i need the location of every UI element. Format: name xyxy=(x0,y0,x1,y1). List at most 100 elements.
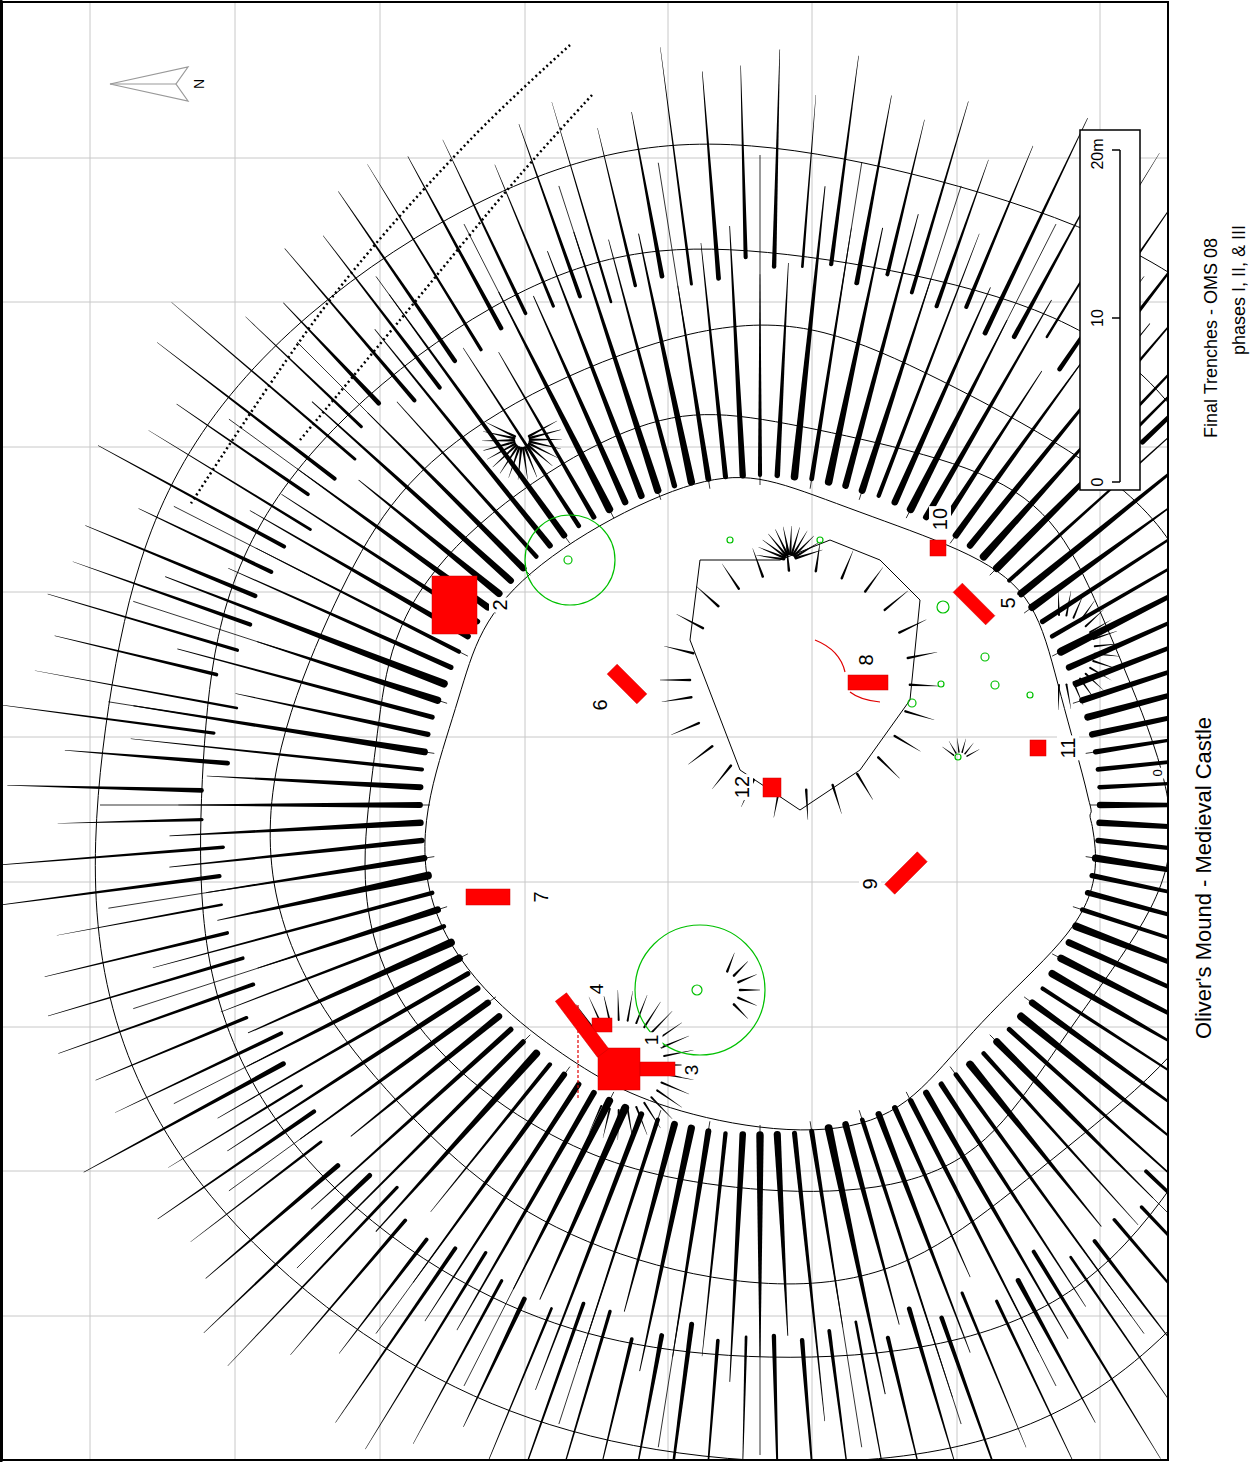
trench xyxy=(640,1062,675,1076)
hachure xyxy=(961,739,966,753)
hachure xyxy=(552,102,613,303)
hachure xyxy=(115,1031,283,1112)
hachure xyxy=(949,741,957,754)
hachure xyxy=(966,1061,1101,1227)
callout-number: 10 xyxy=(929,506,951,532)
scale-tick xyxy=(1112,481,1120,483)
hachure xyxy=(726,953,735,973)
hachure xyxy=(631,112,664,279)
tree-trunk xyxy=(564,556,572,564)
hachure xyxy=(374,329,552,548)
hachure xyxy=(529,439,562,441)
hachure xyxy=(1073,595,1084,619)
trench xyxy=(432,576,477,634)
hachure xyxy=(635,1106,647,1135)
hachure xyxy=(221,924,446,1012)
hachure xyxy=(311,1027,514,1210)
hachure xyxy=(153,891,435,968)
hachure xyxy=(627,1108,633,1139)
hachure xyxy=(1089,619,1112,633)
trench xyxy=(1030,740,1046,756)
hachure xyxy=(702,1339,720,1459)
tree-trunk xyxy=(727,537,733,543)
hachure xyxy=(876,1111,971,1353)
grid xyxy=(90,3,1100,1459)
trench xyxy=(607,664,647,704)
hachure xyxy=(603,1108,611,1138)
hachure xyxy=(312,401,514,584)
hachure xyxy=(1096,820,1168,838)
hachure xyxy=(413,1279,503,1444)
tree-trunk xyxy=(937,601,949,613)
hachure xyxy=(603,992,611,1022)
hachure xyxy=(1057,955,1168,1069)
scale-number: 10 xyxy=(1089,307,1107,329)
hachure xyxy=(907,652,938,659)
hachure xyxy=(1094,643,1120,647)
hachure xyxy=(1093,723,1168,755)
hachure xyxy=(597,128,637,287)
scale-tick xyxy=(1112,317,1120,319)
hachure xyxy=(546,1310,611,1459)
hachure xyxy=(338,191,457,363)
hachure xyxy=(58,818,204,824)
hachure xyxy=(643,1102,660,1128)
hachure xyxy=(95,1016,248,1080)
hachure xyxy=(775,263,789,478)
hachure xyxy=(660,1322,694,1459)
callout-number: 1 xyxy=(642,1033,663,1048)
hachure xyxy=(48,956,245,1016)
hachure xyxy=(507,1302,586,1459)
grid-line xyxy=(3,1171,1168,1172)
callout-number: 12 xyxy=(731,774,753,800)
hachure xyxy=(235,693,430,737)
hachure xyxy=(207,776,424,790)
excavation-edge xyxy=(815,640,880,702)
excavation-edges xyxy=(578,640,880,1100)
hachure xyxy=(519,124,582,298)
hachure xyxy=(45,931,229,977)
hachure xyxy=(1058,684,1060,710)
grid xyxy=(3,158,1168,1316)
hachure xyxy=(957,738,960,753)
profile-line xyxy=(464,1092,614,1386)
hachure xyxy=(73,561,253,626)
grid-line xyxy=(235,3,236,1459)
hachure xyxy=(739,989,760,992)
hachure xyxy=(768,534,787,557)
north-arrow xyxy=(110,67,188,101)
callout-number: 7 xyxy=(530,889,552,904)
hachure xyxy=(632,1333,664,1459)
hachure xyxy=(939,1081,1086,1306)
hachure xyxy=(525,445,545,472)
map-body xyxy=(3,3,1168,1459)
north-arrow xyxy=(110,84,176,85)
profile-line xyxy=(990,342,1168,575)
hachure xyxy=(1058,590,1060,616)
map-title: Oliver's Mound - Medieval Castle xyxy=(1192,715,1216,1041)
hachure xyxy=(805,789,808,820)
hachure xyxy=(1092,660,1117,669)
hachure xyxy=(85,525,257,598)
callout-number: 4 xyxy=(587,982,608,997)
hachure xyxy=(483,441,515,451)
hachure xyxy=(737,974,757,983)
hachure xyxy=(638,234,695,486)
hachure xyxy=(898,619,926,633)
hachure xyxy=(650,1096,672,1119)
hachure xyxy=(1079,678,1094,700)
hachure xyxy=(893,735,920,752)
contours xyxy=(95,144,1168,1459)
hachure xyxy=(885,120,924,277)
hachure xyxy=(827,1329,853,1459)
tree-canopy xyxy=(635,925,765,1055)
scale-tick xyxy=(1112,149,1120,151)
callout-number: 9 xyxy=(859,876,881,891)
hachure xyxy=(57,904,223,936)
hachure xyxy=(1089,674,1168,738)
hachure xyxy=(365,1251,487,1449)
hachure xyxy=(283,302,381,405)
hachure xyxy=(217,872,432,921)
hachure xyxy=(829,56,859,267)
hachure xyxy=(854,95,891,285)
